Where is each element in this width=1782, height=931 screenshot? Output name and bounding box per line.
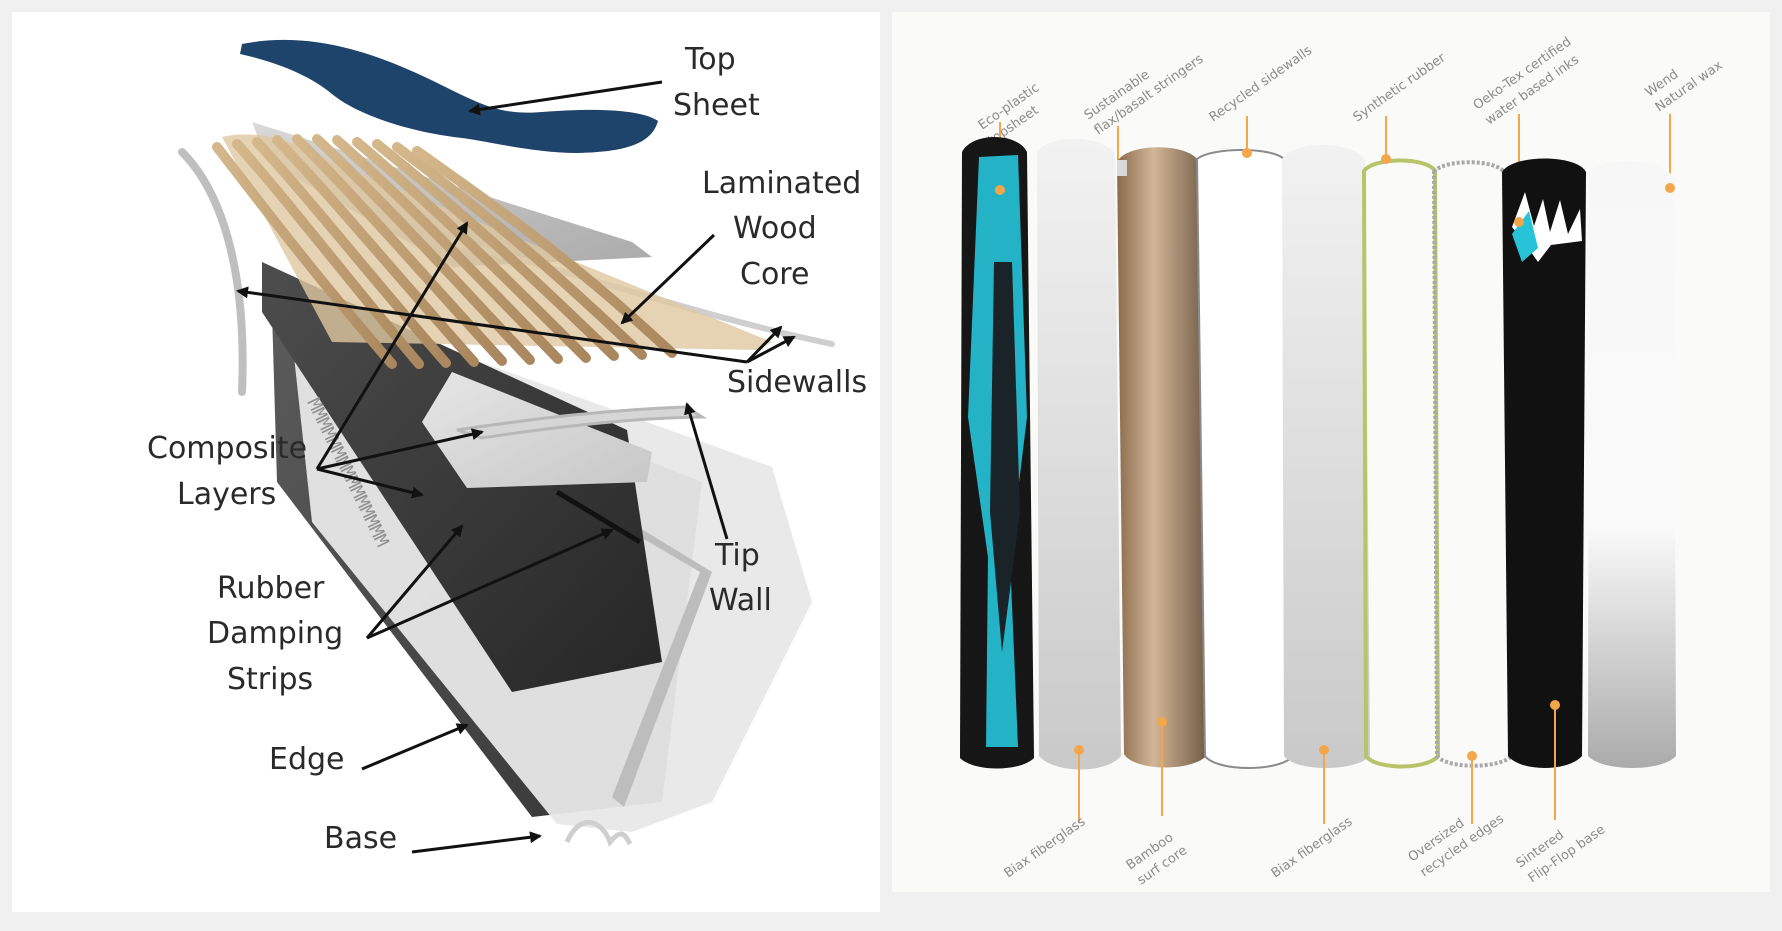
arrow-sidewalls-left	[236, 286, 748, 364]
board-recycled-edges	[1431, 160, 1515, 768]
bottom-label-biax-fiberglass-1: Biax fiberglass	[1002, 814, 1089, 881]
arrow-sidewalls-right	[745, 325, 783, 364]
label-top-sheet-line-1: Top	[684, 42, 736, 77]
jones-logo-accent	[1512, 211, 1538, 262]
label-rubber-damping-strips-line-3: Strips	[227, 662, 313, 697]
arrow-sidewalls-middle	[746, 335, 796, 364]
exploded-snowboard-diagram: MMMMMMMMMMMMMMM Top Sheet Laminated Wood…	[12, 12, 880, 912]
base-logo-icon	[564, 819, 633, 847]
label-top-sheet-line-2: Sheet	[673, 88, 760, 123]
label-rubber-damping-strips-line-1: Rubber	[217, 571, 325, 606]
top-label-recycled-sidewalls: Recycled sidewalls	[1207, 43, 1315, 125]
top-sheet-shape	[240, 39, 658, 154]
board-natural-wax	[1588, 161, 1676, 768]
label-rubber-damping-strips-line-2: Damping	[207, 616, 343, 651]
label-base: Base	[324, 821, 397, 856]
wood-stringer	[372, 139, 619, 361]
board-recycled-sidewalls	[1195, 148, 1295, 769]
label-tip-wall-line-2: Wall	[709, 583, 772, 618]
wood-stringer	[252, 137, 451, 368]
label-tip-wall-line-1: Tip	[714, 538, 760, 573]
board-shape	[1037, 138, 1121, 770]
dark-graphic-shape	[990, 262, 1020, 652]
board-shape	[1117, 147, 1208, 768]
arrow-top-sheet	[468, 80, 663, 116]
board-bamboo-surf-core	[1117, 147, 1208, 768]
board-shape	[1588, 161, 1676, 768]
board-shape	[1431, 160, 1515, 768]
left-sidewall-shape	[178, 148, 247, 396]
accent-dot	[1514, 217, 1524, 227]
wood-stringer	[232, 139, 424, 369]
board-shape	[1282, 144, 1370, 769]
top-label-synthetic-rubber: Synthetic rubber	[1351, 50, 1449, 125]
board-shape	[1502, 158, 1586, 768]
arrow-composite-top	[315, 221, 469, 470]
board-biax-fiberglass-1	[1037, 138, 1121, 770]
wood-stringer	[292, 134, 507, 366]
arrow-edge	[361, 723, 469, 771]
arrow-composite-middle	[316, 428, 484, 471]
bottom-leader-lines	[1078, 705, 1556, 824]
label-composite-layers-line-1: Composite	[147, 431, 307, 466]
arrow-base	[411, 831, 542, 854]
wood-stringer	[352, 137, 591, 363]
arrow-rubber-lower	[366, 528, 614, 640]
callout-arrows	[236, 80, 796, 854]
accent-dot	[1665, 183, 1675, 193]
arrow-rubber-upper	[365, 524, 464, 639]
arrow-laminated-wood-core	[620, 233, 716, 325]
label-composite-layers-line-2: Layers	[177, 477, 276, 512]
black-center-strip	[555, 489, 642, 545]
wood-stringers	[212, 134, 677, 369]
label-laminated-wood-core-line-1: Laminated	[702, 166, 861, 201]
stringer-accent	[1117, 160, 1127, 176]
label-edge: Edge	[269, 742, 345, 777]
arrow-composite-bottom	[316, 467, 424, 499]
board-sintered-base	[1502, 158, 1586, 768]
wood-stringer	[272, 135, 479, 367]
wood-stringer	[392, 142, 647, 360]
board-eco-plastic-topsheet	[960, 137, 1034, 769]
accent-dot	[995, 185, 1005, 195]
exploded-diagram-svg: MMMMMMMMMMMMMMM Top Sheet Laminated Wood…	[147, 39, 867, 856]
wood-stringer	[312, 134, 535, 365]
wood-stringer	[212, 142, 397, 369]
board-shape	[1361, 158, 1441, 769]
laminated-wood-core	[212, 134, 772, 369]
board-synthetic-rubber	[1361, 154, 1441, 769]
snowboard-layer-cross-section-diagram: Eco-plastic topsheet Sustainable flax/ba…	[892, 12, 1770, 892]
bottom-label-biax-fiberglass-2: Biax fiberglass	[1269, 814, 1356, 881]
accent-dot	[1381, 154, 1391, 164]
label-laminated-wood-core-line-2: Wood	[733, 211, 817, 246]
wood-stringer	[412, 146, 677, 358]
board-shape	[1195, 149, 1295, 769]
label-laminated-wood-core-line-3: Core	[740, 257, 809, 292]
accent-dot	[1242, 148, 1252, 158]
label-sidewalls: Sidewalls	[727, 365, 867, 400]
arrow-tip-wall	[684, 402, 729, 540]
board-biax-fiberglass-2	[1282, 144, 1370, 769]
wood-stringer	[332, 135, 563, 364]
materials-diagram-svg: Eco-plastic topsheet Sustainable flax/ba…	[960, 34, 1726, 888]
